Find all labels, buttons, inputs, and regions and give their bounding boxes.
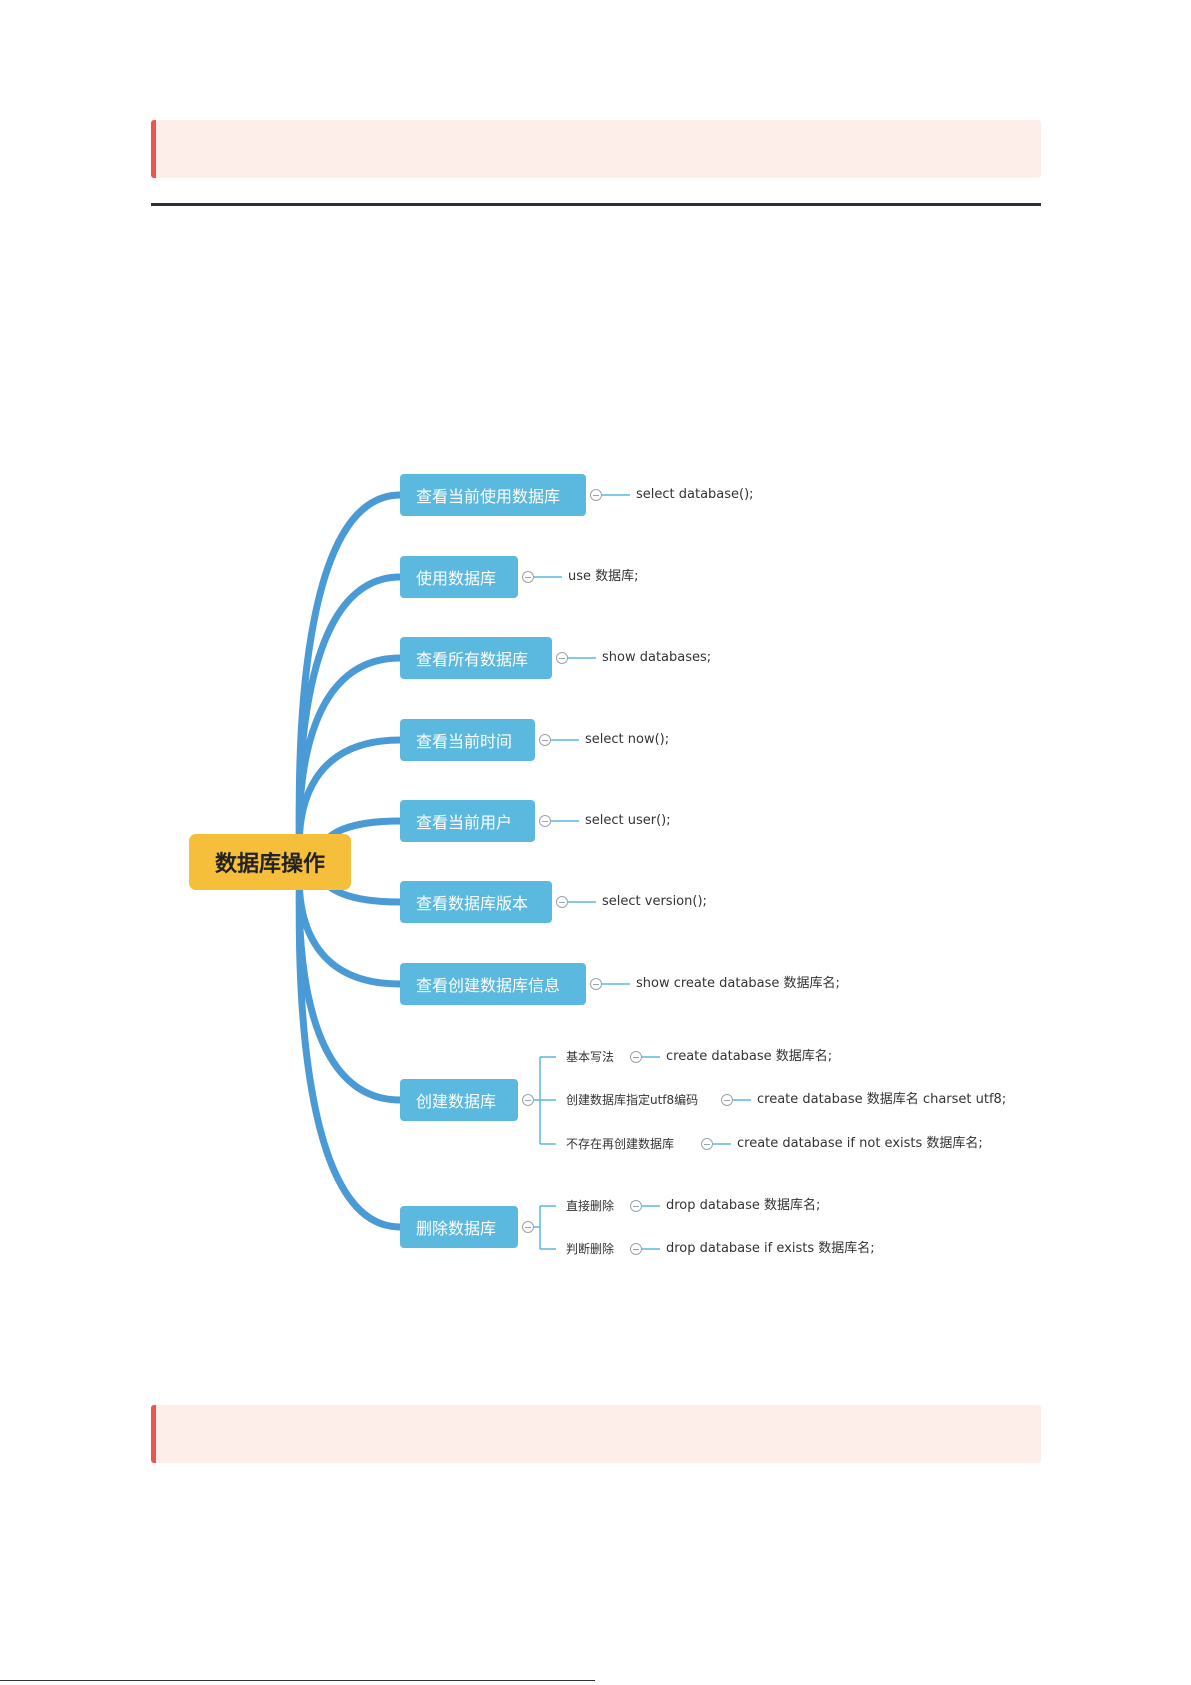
collapse-toggle-icon[interactable] <box>522 1094 534 1106</box>
topic-node[interactable]: 查看当前时间 <box>400 719 535 761</box>
subtopic-label[interactable]: 不存在再创建数据库 <box>566 1137 675 1151</box>
leaf-command: create database 数据库名; <box>666 1049 833 1064</box>
leaf-command: create database if not exists 数据库名; <box>737 1136 983 1151</box>
topic-node[interactable]: 删除数据库 <box>400 1206 518 1248</box>
leaf-command: select database(); <box>636 487 754 502</box>
subtopic-label[interactable]: 判断删除 <box>566 1242 615 1256</box>
collapse-toggle-icon[interactable] <box>630 1051 642 1063</box>
collapse-toggle-icon[interactable] <box>556 896 568 908</box>
topic-node[interactable]: 使用数据库 <box>400 556 518 598</box>
callout-banner-bottom <box>151 1405 1041 1463</box>
topic-node[interactable]: 查看当前用户 <box>400 800 535 842</box>
leaf-command: select user(); <box>585 813 671 828</box>
collapse-toggle-icon[interactable] <box>522 571 534 583</box>
branch-line <box>295 654 404 866</box>
topic-node[interactable]: 查看所有数据库 <box>400 637 552 679</box>
topic-node[interactable]: 查看当前使用数据库 <box>400 474 586 516</box>
leaf-command: use 数据库; <box>568 569 639 584</box>
leaf-command: show create database 数据库名; <box>636 976 840 991</box>
leaf-command: select version(); <box>602 894 707 909</box>
collapse-toggle-icon[interactable] <box>590 489 602 501</box>
leaf-command: show databases; <box>602 650 712 665</box>
collapse-toggle-icon[interactable] <box>590 978 602 990</box>
collapse-toggle-icon[interactable] <box>701 1138 713 1150</box>
root-topic[interactable]: 数据库操作 <box>189 834 351 890</box>
collapse-toggle-icon[interactable] <box>630 1243 642 1255</box>
leaf-command: drop database 数据库名; <box>666 1198 821 1213</box>
callout-banner-top <box>151 120 1041 178</box>
collapse-toggle-icon[interactable] <box>721 1094 733 1106</box>
collapse-toggle-icon[interactable] <box>522 1221 534 1233</box>
topic-node[interactable]: 查看创建数据库信息 <box>400 963 586 1005</box>
collapse-toggle-icon[interactable] <box>630 1200 642 1212</box>
topic-node[interactable]: 查看数据库版本 <box>400 881 552 923</box>
collapse-toggle-icon[interactable] <box>539 815 551 827</box>
branch-line <box>295 858 404 1231</box>
subtopic-label[interactable]: 创建数据库指定utf8编码 <box>566 1093 699 1107</box>
divider-rule <box>151 203 1041 206</box>
leaf-command: select now(); <box>585 732 670 747</box>
leaf-command: drop database if exists 数据库名; <box>666 1241 875 1256</box>
topic-node[interactable]: 创建数据库 <box>400 1079 518 1121</box>
leaf-command: create database 数据库名 charset utf8; <box>757 1092 1007 1107</box>
subtopic-label[interactable]: 基本写法 <box>566 1050 615 1064</box>
subtopic-label[interactable]: 直接删除 <box>566 1199 615 1213</box>
collapse-toggle-icon[interactable] <box>539 734 551 746</box>
collapse-toggle-icon[interactable] <box>556 652 568 664</box>
footer-rule <box>0 1680 595 1681</box>
